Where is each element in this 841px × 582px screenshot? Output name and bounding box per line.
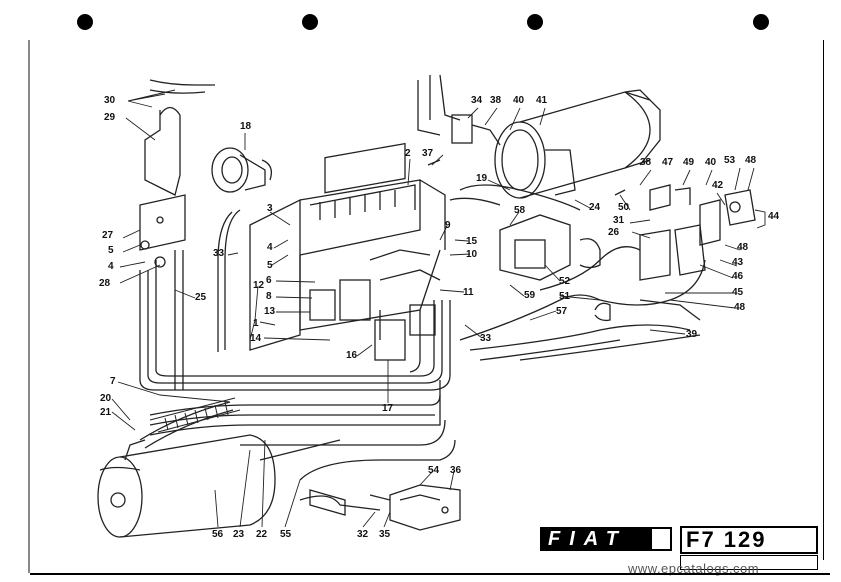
callout-52: 52 [559, 276, 571, 287]
left-border [28, 40, 30, 573]
leader-lines [111, 89, 766, 528]
callout-22: 22 [256, 529, 268, 540]
callout-1: 1 [253, 318, 259, 329]
callout-10: 10 [466, 249, 478, 260]
fan-unit [211, 147, 273, 193]
callout-38: 38 [490, 95, 502, 106]
callout-30: 30 [104, 95, 116, 106]
callout-48-low: 48 [734, 302, 746, 313]
callout-51: 51 [559, 291, 571, 302]
callout-47: 47 [662, 157, 674, 168]
callout-42: 42 [712, 180, 724, 191]
callout-39: 39 [686, 329, 698, 340]
callout-58: 58 [514, 205, 526, 216]
callout-13: 13 [264, 306, 276, 317]
callout-12: 12 [253, 280, 265, 291]
callout-33-center: 33 [480, 333, 492, 344]
callout-3: 3 [267, 203, 273, 214]
callout-50: 50 [618, 202, 630, 213]
callout-4-left: 4 [108, 261, 114, 272]
watermark: www.epcatalogs.com [628, 561, 760, 576]
callout-57: 57 [556, 306, 568, 317]
callout-19: 19 [476, 173, 488, 184]
callout-20: 20 [100, 393, 112, 404]
callout-40: 40 [513, 95, 525, 106]
callout-15: 15 [466, 236, 478, 247]
callout-18: 18 [240, 121, 252, 132]
callout-45: 45 [732, 287, 744, 298]
callout-23: 23 [233, 529, 245, 540]
callout-40-right: 40 [705, 157, 717, 168]
callout-37: 37 [422, 148, 434, 159]
callout-38-right: 38 [640, 157, 652, 168]
callout-49: 49 [683, 157, 695, 168]
callout-29: 29 [104, 112, 116, 123]
callout-6: 6 [266, 275, 272, 286]
cable-harness [139, 184, 706, 511]
callout-7: 7 [110, 376, 116, 387]
cylinder-unit [494, 89, 661, 199]
callout-14: 14 [250, 333, 262, 344]
right-components [499, 184, 756, 322]
callout-11: 11 [463, 287, 474, 298]
corrugated-sleeve [149, 397, 241, 433]
electric-motor [97, 401, 276, 538]
callout-33-left: 33 [213, 248, 225, 259]
punch-hole-4 [753, 14, 769, 30]
mounting-bracket [139, 79, 215, 268]
callout-44: 44 [768, 211, 780, 222]
callout-53: 53 [724, 155, 736, 166]
callout-9: 9 [445, 220, 451, 231]
callout-36: 36 [450, 465, 462, 476]
punch-hole-2 [302, 14, 318, 30]
callout-16: 16 [346, 350, 358, 361]
callout-5: 5 [267, 260, 273, 271]
callout-43: 43 [732, 257, 744, 268]
callout-31: 31 [613, 215, 625, 226]
punch-hole-1 [77, 14, 93, 30]
page-code: F7 129 [680, 526, 818, 554]
callout-35: 35 [379, 529, 391, 540]
callout-8: 8 [266, 291, 272, 302]
callout-34: 34 [471, 95, 483, 106]
callout-25: 25 [195, 292, 207, 303]
callout-17: 17 [382, 403, 394, 414]
callout-21: 21 [100, 407, 112, 418]
callout-54: 54 [428, 465, 440, 476]
callout-41: 41 [536, 95, 548, 106]
callout-59: 59 [524, 290, 536, 301]
sub-code-box [680, 555, 818, 570]
punch-hole-3 [527, 14, 543, 30]
callout-24: 24 [589, 202, 601, 213]
callout-26: 26 [608, 227, 620, 238]
right-border [823, 40, 824, 560]
limit-switch [309, 484, 461, 531]
callout-32: 32 [357, 529, 369, 540]
callout-56: 56 [212, 529, 224, 540]
top-fittings [417, 74, 501, 166]
callout-28: 28 [99, 278, 111, 289]
callout-2: 2 [405, 148, 411, 159]
control-board [249, 142, 446, 361]
callout-5-left: 5 [108, 245, 114, 256]
callout-48-mid: 48 [737, 242, 749, 253]
callout-4: 4 [267, 242, 273, 253]
callout-55: 55 [280, 529, 292, 540]
callout-48-top: 48 [745, 155, 757, 166]
brand-mark-icon [650, 527, 672, 551]
bottom-border [30, 573, 830, 575]
callout-27: 27 [102, 230, 114, 241]
callout-46: 46 [732, 271, 744, 282]
